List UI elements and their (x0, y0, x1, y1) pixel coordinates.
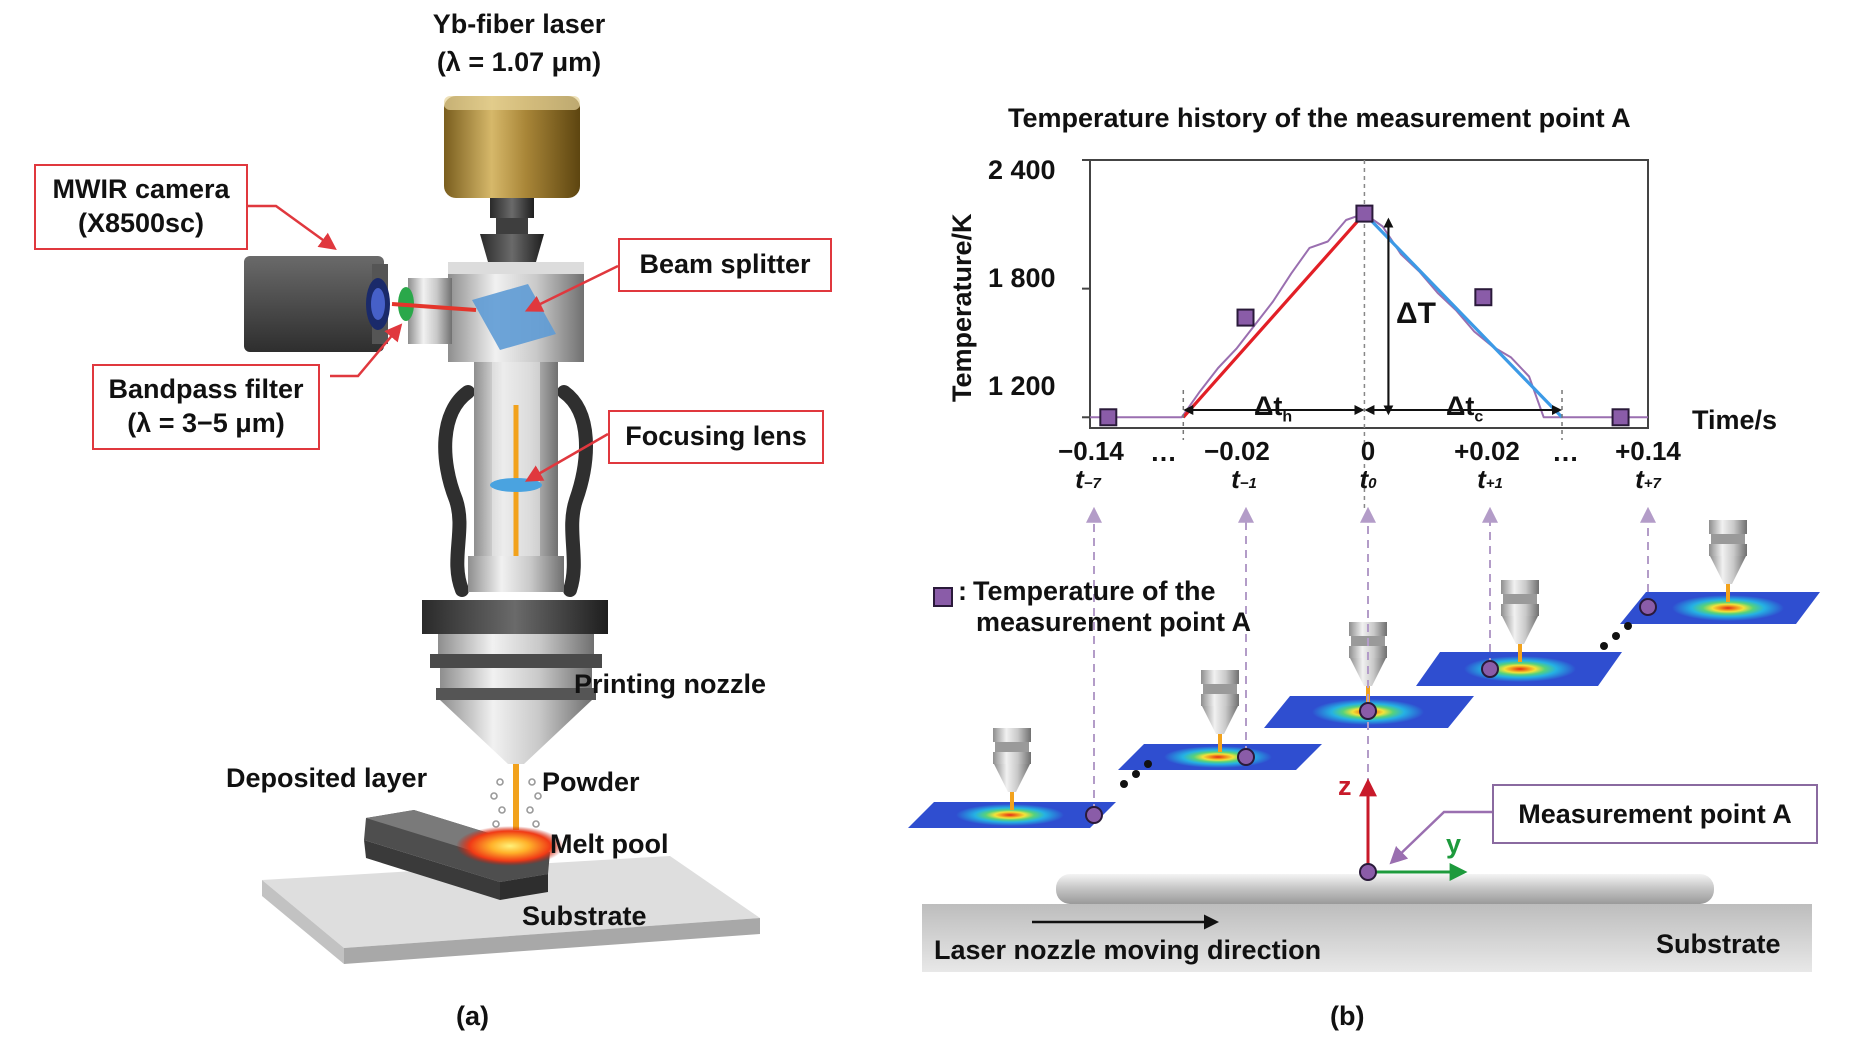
time-tick-sym-2: t0 (1359, 464, 1377, 494)
time-tick-value-3: +0.02 (1454, 436, 1520, 466)
temperature-marker-2 (1355, 204, 1374, 223)
caption-b: (b) (1330, 1001, 1365, 1031)
temperature-markers (1099, 204, 1630, 427)
temperature-marker-0 (1099, 408, 1118, 427)
moving-direction-label: Laser nozzle moving direction (934, 935, 1322, 965)
time-tick-sym-3: t+1 (1477, 464, 1503, 494)
substrate-rail-illustration (922, 874, 1812, 972)
time-tick-value-2: 0 (1360, 436, 1376, 466)
x-axis-label: Time/s (1692, 405, 1778, 435)
legend-text: :Temperature of the measurement point A (958, 576, 1251, 638)
camera-callout-arrow (246, 204, 337, 251)
time-tick-value-4: +0.14 (1615, 436, 1681, 466)
temperature-history-chart (1082, 159, 1649, 508)
deposited-layer-label: Deposited layer (226, 763, 428, 793)
printing-nozzle-cone (440, 700, 592, 764)
delta-t-label: ΔT (1396, 296, 1436, 332)
y-axis-label: Temperature/K (947, 213, 977, 402)
plate-ellipsis-dots (1120, 622, 1632, 788)
measurement-point-markers (1085, 598, 1657, 824)
plot-frame (1089, 159, 1649, 429)
melt-pool (456, 826, 564, 866)
delta-th-label: Δth (1254, 390, 1292, 427)
temperature-marker-3 (1474, 288, 1493, 307)
measurement-callout-arrow (1389, 810, 1492, 865)
mwir-camera-body (244, 256, 384, 352)
ellipsis-right: … (1552, 437, 1579, 467)
time-tick-sym-0: t−7 (1075, 464, 1101, 494)
series-heating-fit (1182, 212, 1366, 419)
delta-th-sub: h (1282, 408, 1293, 426)
camera-line2: (X8500sc) (77, 208, 205, 238)
y-axis-label-3d: y (1446, 829, 1462, 859)
delta-tc-sub: c (1474, 408, 1484, 426)
focusing-lens-icon (490, 478, 542, 492)
laser-label: Yb-fiber laser (λ = 1.07 μm) (392, 8, 646, 79)
y-tick-1800: 1 800 (988, 263, 1056, 293)
delta-tc-label: Δtc (1446, 390, 1483, 427)
melt-pool-label: Melt pool (550, 829, 669, 859)
substrate-label-b: Substrate (1656, 929, 1781, 959)
chart-annotations (1182, 160, 1563, 508)
legend-marker-icon (933, 587, 953, 607)
filter-line2: (λ = 3−5 μm) (127, 408, 285, 438)
z-axis-label: z (1338, 771, 1352, 801)
caption-a: (a) (456, 1001, 489, 1031)
series-cooling-fit (1363, 212, 1564, 419)
splitter-callout-arrow (524, 264, 619, 312)
time-tick-sym-1: t−1 (1231, 464, 1257, 494)
delta-th-main: Δt (1254, 391, 1283, 421)
substrate-label-a: Substrate (522, 901, 647, 931)
heat-plate-t-7 (908, 728, 1116, 828)
substrate-plate (262, 856, 760, 948)
measurement-point-a (1359, 863, 1377, 881)
y-tick-marks (1082, 159, 1090, 419)
measurement-point-box: Measurement point A (1492, 784, 1818, 844)
legend-line1: :Temperature of the (958, 576, 1216, 606)
ellipsis-left: … (1150, 437, 1177, 467)
time-tick-value-1: −0.02 (1204, 436, 1270, 466)
time-tick-value-0: −0.14 (1058, 436, 1124, 466)
beam-splitter-label: Beam splitter (639, 249, 811, 280)
chart-title: Temperature history of the measurement p… (1008, 103, 1631, 133)
heat-plate-t+7 (1620, 520, 1820, 624)
delta-tc-main: Δt (1446, 391, 1475, 421)
bandpass-filter-box: Bandpass filter (λ = 3−5 μm) (92, 364, 320, 450)
y-tick-2400: 2 400 (988, 155, 1056, 185)
heat-plate-t+1 (1416, 580, 1622, 686)
focusing-lens-box: Focusing lens (608, 410, 824, 464)
filter-callout-arrow (330, 323, 403, 378)
heat-plates-sequence (908, 520, 1820, 828)
laser-wavelength: (λ = 1.07 μm) (436, 47, 602, 78)
laser-name: Yb-fiber laser (432, 9, 606, 39)
time-tick-sym-4: t+7 (1635, 464, 1661, 494)
delta-t-text: ΔT (1396, 297, 1436, 330)
filter-line1: Bandpass filter (108, 374, 304, 405)
yb-fiber-laser-housing (444, 96, 580, 198)
temperature-marker-4 (1611, 408, 1630, 427)
camera-line1: MWIR camera (52, 174, 230, 205)
y-tick-1200: 1 200 (988, 371, 1056, 401)
lens-callout-arrow (524, 432, 609, 482)
printing-head-illustration (244, 96, 760, 964)
measurement-point-label: Measurement point A (1518, 798, 1792, 829)
powder-label: Powder (542, 767, 640, 797)
legend-line2: measurement point A (976, 607, 1252, 638)
focusing-lens-label: Focusing lens (625, 421, 807, 452)
mwir-camera-box: MWIR camera (X8500sc) (34, 164, 248, 250)
beam-splitter-box: Beam splitter (618, 238, 832, 292)
temperature-marker-1 (1236, 308, 1255, 327)
printing-nozzle-label: Printing nozzle (574, 669, 766, 699)
